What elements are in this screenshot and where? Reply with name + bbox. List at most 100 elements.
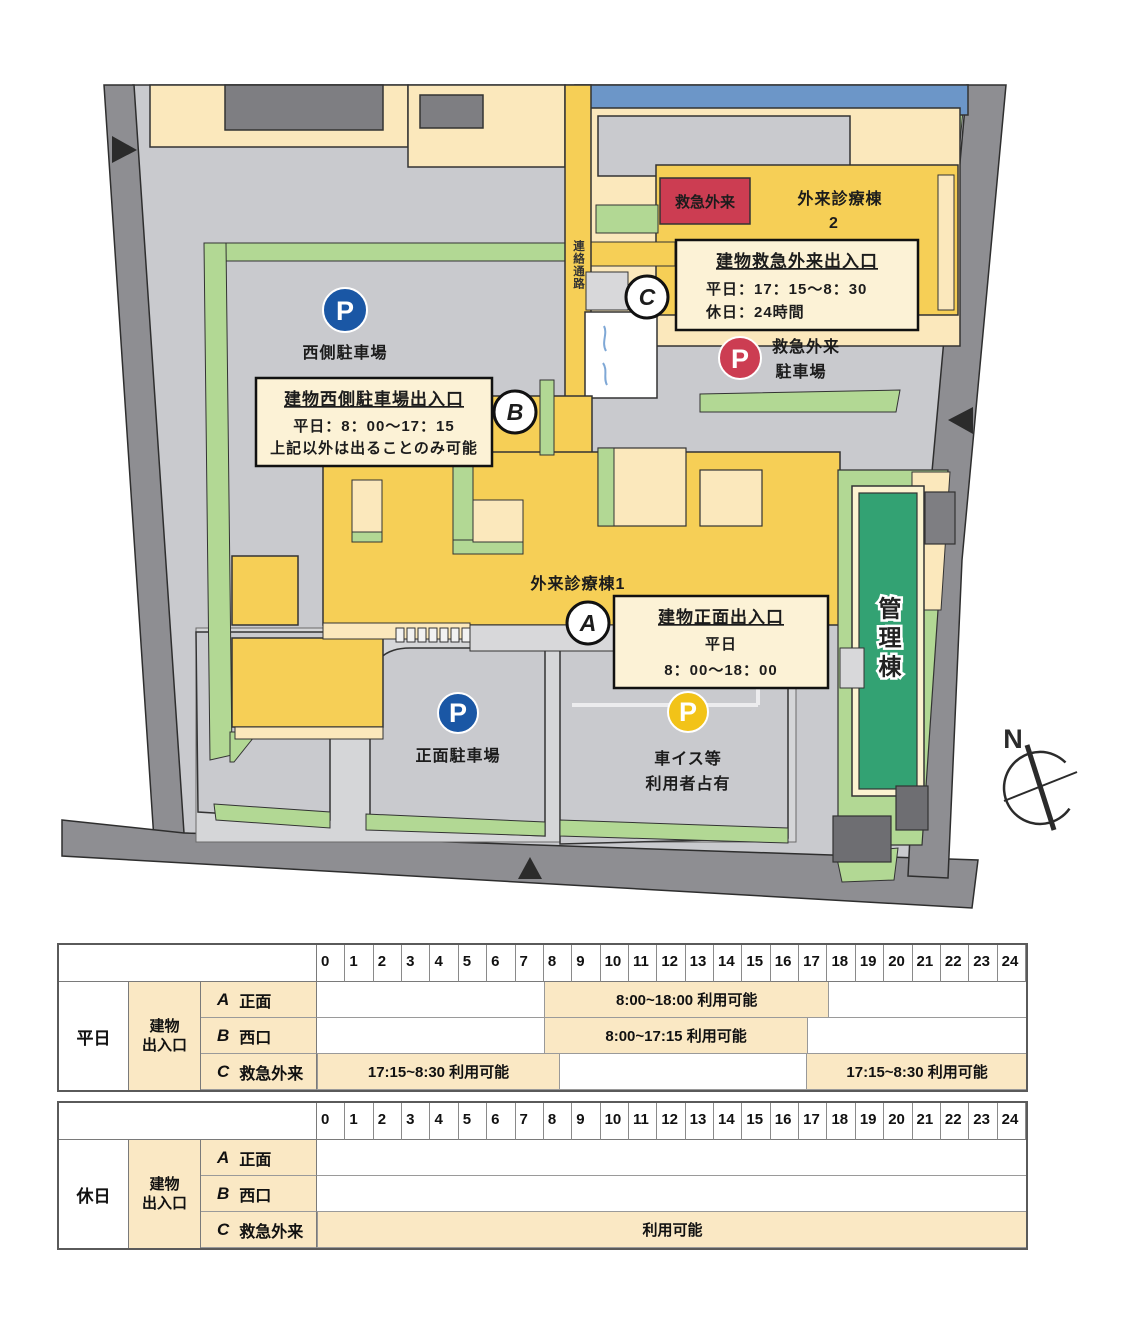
hour-label: 1 [345, 945, 374, 982]
front-parking-label: 正面駐車場 [415, 746, 500, 765]
row-name: 正面 [239, 1151, 272, 1169]
callout-title: 建物正面出入口 [658, 607, 784, 627]
hour-label: 3 [402, 945, 431, 982]
row-name: 西口 [239, 1187, 272, 1205]
west-gate-arrow-icon [112, 136, 137, 163]
hour-label: 6 [487, 945, 516, 982]
hour-label: 24 [997, 1103, 1026, 1140]
hour-label: 16 [770, 945, 800, 982]
hour-label: 2 [373, 1103, 403, 1140]
callout-west-entrance: 建物西側駐車場出入口 平日：8：00～17：15 上記以外は出ることのみ可能 [254, 376, 494, 468]
marker-letter: A [579, 610, 597, 636]
hour-label: 13 [685, 945, 715, 982]
marker-a: A [565, 600, 611, 646]
availability-span: 17:15~8:30 利用可能 [317, 1054, 561, 1089]
hour-label: 20 [884, 1103, 913, 1140]
row-key: B [217, 1025, 230, 1045]
callout-line: 上記以外は出ることのみ可能 [270, 439, 478, 457]
table-corner-spacer [59, 1103, 317, 1140]
west-parking: P 西側駐車場 [302, 287, 387, 362]
hour-label: 21 [912, 945, 941, 982]
day-label: 休日 [59, 1140, 129, 1248]
row-name: 西口 [239, 1029, 272, 1047]
row-key: C [217, 1061, 230, 1081]
hour-label: 8 [543, 945, 573, 982]
hour-label: 7 [515, 945, 544, 982]
wheelchair-parking-label-line1: 車イス等 [654, 749, 722, 768]
hour-label: 15 [742, 945, 771, 982]
hour-label: 2 [373, 945, 403, 982]
callout-line: 平日：8：00～17：15 [293, 418, 454, 435]
parking-icon [322, 287, 368, 333]
hour-label: 9 [572, 1103, 601, 1140]
hour-label: 10 [600, 945, 629, 982]
corridor-label: 連絡通路 [572, 239, 585, 290]
hour-label: 0 [317, 945, 346, 982]
entrance-row-label: B 西口 [201, 1176, 317, 1212]
emergency-parking: P 救急外来 駐車場 [718, 336, 839, 381]
emergency-dept-box: 救急外来 [659, 177, 751, 225]
availability-timeline: 17:15~8:30 利用可能 17:15~8:30 利用可能 [317, 1054, 1026, 1090]
hour-label: 18 [827, 1103, 856, 1140]
hour-label: 22 [940, 1103, 970, 1140]
site-map-svg: 救急外来 外来診療棟 2 外来診療棟1 管理棟 連絡通路 P 西側駐車場 P 救… [61, 84, 1078, 909]
row-key: A [217, 1147, 230, 1167]
callout-emergency-entrance: 建物救急外来出入口 平日：17：15～8：30 休日：24時間 [674, 238, 920, 332]
emergency-parking-label-line2: 駐車場 [775, 362, 826, 381]
hour-label: 0 [317, 1103, 346, 1140]
availability-timeline [317, 1140, 1026, 1176]
availability-span: 17:15~8:30 利用可能 [806, 1054, 1026, 1089]
parking-p-letter: P [449, 698, 467, 728]
hour-label: 6 [487, 1103, 516, 1140]
building1-label: 外来診療棟1 [530, 574, 626, 593]
hour-label: 15 [742, 1103, 771, 1140]
parking-icon [667, 691, 709, 733]
row-name: 救急外来 [239, 1065, 304, 1083]
hour-label: 9 [572, 945, 601, 982]
building2-label-line2: 2 [829, 215, 839, 232]
row-key: A [217, 989, 230, 1009]
hour-label: 19 [855, 945, 885, 982]
availability-span: 利用可能 [317, 1212, 1026, 1247]
hour-label: 7 [515, 1103, 544, 1140]
row-key: C [217, 1219, 230, 1239]
callout-title: 建物救急外来出入口 [716, 251, 878, 271]
availability-timeline: 8:00~17:15 利用可能 [317, 1018, 1026, 1054]
hour-label: 20 [884, 945, 913, 982]
marker-c: C [624, 274, 670, 320]
hour-label: 23 [969, 1103, 998, 1140]
hour-label: 11 [628, 1103, 658, 1140]
front-parking: P 正面駐車場 [415, 692, 500, 765]
hour-label: 12 [657, 1103, 686, 1140]
row-key: B [217, 1183, 230, 1203]
hour-label: 8 [543, 1103, 573, 1140]
group-label-line: 建物 [149, 1175, 180, 1193]
callout-front-entrance: 建物正面出入口 平日 8：00～18：00 [612, 594, 830, 690]
hour-label: 16 [770, 1103, 800, 1140]
compass-n-label: N [1003, 724, 1023, 754]
entrance-row-label: B 西口 [201, 1018, 317, 1054]
hour-label: 22 [940, 945, 970, 982]
parking-p-letter: P [336, 296, 354, 326]
hour-label: 17 [799, 1103, 828, 1140]
day-label: 平日 [59, 982, 129, 1090]
hour-label: 4 [430, 1103, 459, 1140]
hospital-site-map: 救急外来 外来診療棟 2 外来診療棟1 管理棟 連絡通路 P 西側駐車場 P 救… [61, 84, 1078, 909]
wheelchair-parking: P 車イス等 利用者占有 [645, 691, 730, 793]
hour-label: 24 [997, 945, 1026, 982]
callout-title: 建物西側駐車場出入口 [284, 389, 464, 409]
hour-label: 14 [714, 1103, 743, 1140]
hour-label: 13 [685, 1103, 715, 1140]
parking-p-letter: P [679, 697, 697, 727]
entrance-group-label: 建物出入口 [129, 1140, 201, 1248]
availability-timeline: 利用可能 [317, 1212, 1026, 1248]
marker-letter: C [639, 284, 656, 310]
hour-label: 4 [430, 945, 459, 982]
availability-timeline [317, 1176, 1026, 1212]
group-label-line: 出入口 [141, 1037, 187, 1054]
hour-label: 1 [345, 1103, 374, 1140]
